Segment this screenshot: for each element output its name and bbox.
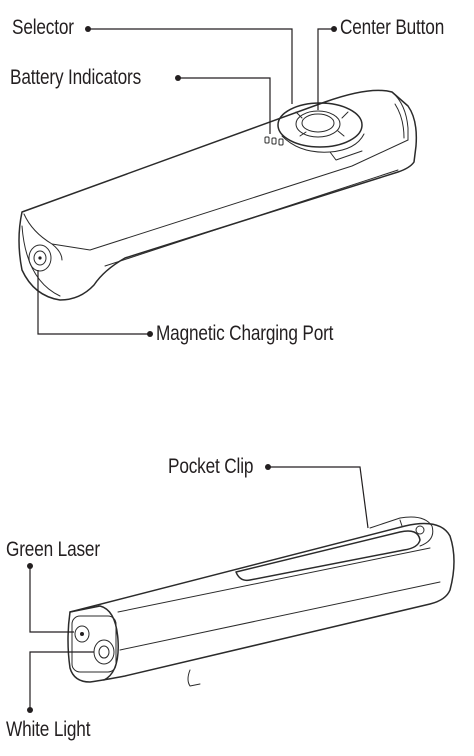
charging-port-ring (28, 244, 52, 272)
front-face (71, 615, 117, 673)
pocket-clip-shape (235, 530, 421, 582)
label-white-light: White Light (6, 718, 91, 741)
label-center-button: Center Button (340, 16, 445, 39)
selector-ring (277, 102, 363, 148)
label-green-laser: Green Laser (6, 538, 100, 561)
battery-indicator-3 (278, 138, 284, 146)
leader-lines (27, 26, 369, 713)
center-button-icon (295, 110, 341, 138)
label-battery-indicators: Battery Indicators (10, 66, 142, 89)
charging-port-icon (33, 250, 47, 266)
battery-indicator-2 (271, 137, 277, 145)
label-pocket-clip: Pocket Clip (168, 455, 254, 478)
battery-indicator-1 (264, 136, 270, 144)
device-top-view (18, 89, 418, 301)
white-light-lens (93, 639, 115, 665)
device-side-view (67, 516, 455, 687)
label-magnetic-charging-port: Magnetic Charging Port (156, 322, 334, 345)
green-laser-lens (74, 625, 90, 643)
label-selector: Selector (12, 16, 74, 39)
